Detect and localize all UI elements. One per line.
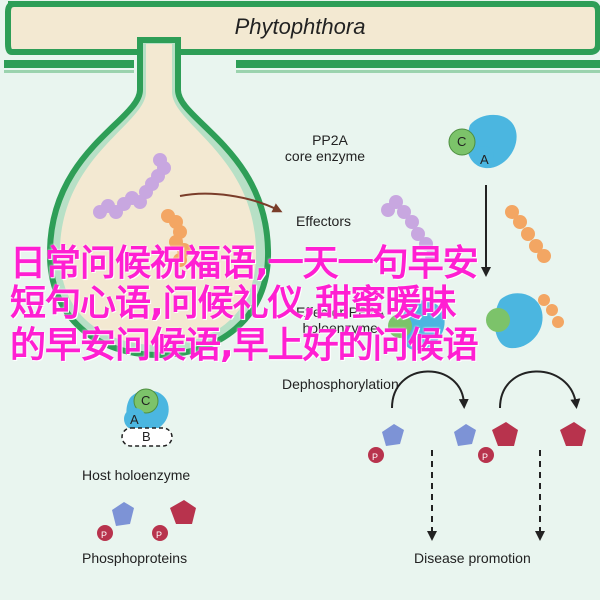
host-subunit-a-label: A [130,412,139,427]
pp2a-core-enzyme [448,114,517,169]
effector-purple-1 [93,153,171,219]
effector-holoenzyme-label: Effector-PP2A holoenzyme [296,304,384,336]
pp2a-core-label-line1: PP2A [312,132,348,148]
phospho-tag-3: P [101,530,108,540]
overlay-text-line-2: 短句心语,问候礼仪,甜蜜暖昧 [10,283,456,324]
organism-title: Phytophthora [234,14,366,39]
pp2a-core-label-line2: core enzyme [284,148,366,164]
subunit-c-label: C [457,134,467,149]
effector-holoenzyme-1 [388,300,445,351]
phospho-tag-2: P [482,452,489,462]
effector-orange-2 [505,205,551,263]
dephos-arrow-red [499,370,581,409]
effectors-arrow [179,192,283,213]
overlay-text-line-1: 日常问候祝福语,一天一句早安 [10,243,479,284]
host-holoenzyme-label: Host holoenzyme [82,467,191,483]
subunit-a-label: A [480,152,489,167]
host-subunit-b-label: B [142,429,151,444]
effectors-label: Effectors [296,213,351,229]
host-membrane-left [4,60,134,68]
dephos-arrow-blue [391,370,469,409]
haustorium-inner [59,44,257,345]
phosphoprotein-red-1 [478,422,518,463]
effector-purple-2 [381,195,439,263]
protein-red-dephos [560,422,586,446]
effector-holoenzyme-label-line2: holoenzyme [302,320,378,336]
dephosphorylation-label: Dephosphorylation [282,376,399,392]
protein-blue-dephos [454,424,476,446]
effector-holoenzyme-label-line1: Effector-PP2A [296,304,385,320]
disease-promotion-label: Disease promotion [414,550,531,566]
phosphoprotein-red-legend [152,500,196,541]
phospho-tag-4: P [156,530,163,540]
overlay-text-line-3: 的早安问候语,早上好的问候语 [10,325,479,366]
phosphoprotein-blue-legend [97,502,134,541]
host-holoenzyme [121,388,173,447]
host-membrane-right [236,60,600,68]
host-subunit-c-label: C [141,393,151,408]
effector-holoenzyme-2 [486,293,564,349]
phosphoprotein-blue-1 [368,424,404,463]
pp2a-core-label: PP2A core enzyme [285,132,370,164]
phosphoproteins-label: Phosphoproteins [82,550,188,566]
phospho-tag-1: P [372,452,379,462]
effector-orange-1 [161,209,191,267]
